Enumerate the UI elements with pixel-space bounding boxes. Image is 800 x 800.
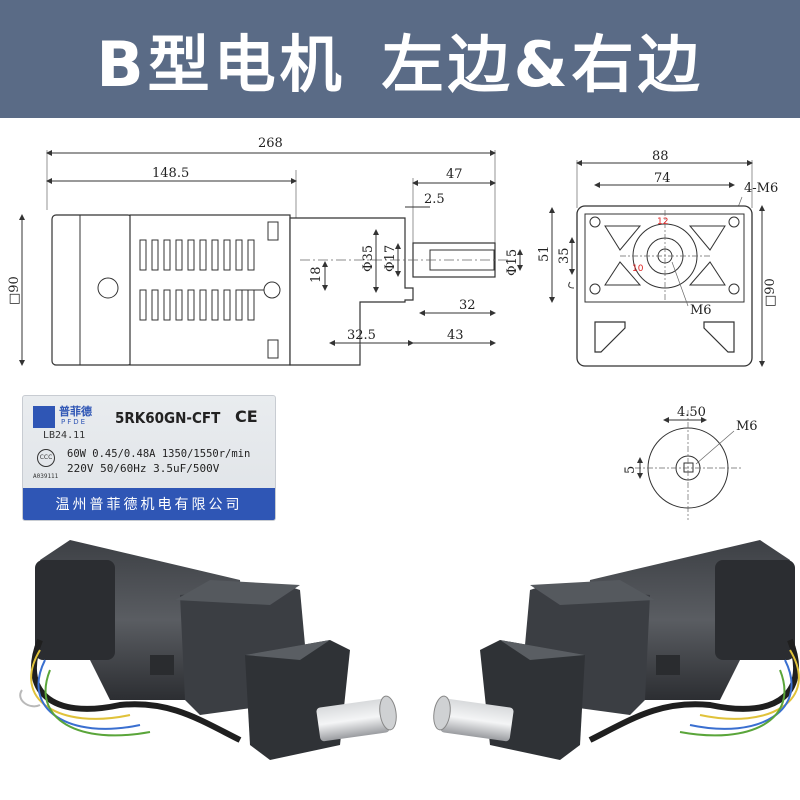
- plate-brand-en: PFDE: [61, 418, 88, 426]
- dim-32-5: 32.5: [347, 328, 376, 343]
- banner-title-left: B型电机: [96, 28, 346, 101]
- brand-logo-icon: [33, 406, 55, 428]
- plate-brand-cn: 普菲德: [59, 405, 92, 418]
- dim-phi15: Φ15: [505, 249, 520, 276]
- dim-m6-front: M6: [690, 303, 712, 318]
- plate-company-bar: 温州普菲德机电有限公司: [23, 488, 275, 520]
- dim-5: 5: [623, 466, 638, 474]
- banner-title-right: 左边&右边: [381, 28, 704, 101]
- plate-code: LB24.11: [43, 430, 86, 441]
- plate-cert: A039111: [33, 473, 59, 480]
- ccc-mark-icon: CCC: [37, 449, 55, 467]
- dim-43: 43: [447, 328, 464, 343]
- plate-spec-line2: 220V 50/60Hz 3.5uF/500V: [67, 462, 220, 475]
- dim-88: 88: [652, 149, 669, 164]
- dim-74: 74: [654, 171, 671, 186]
- dim-47: 47: [446, 167, 463, 182]
- dim-148-5: 148.5: [152, 166, 189, 181]
- ce-mark: CE: [235, 407, 258, 426]
- dim-90-side: □90: [7, 276, 22, 305]
- banner-title: B型电机左边&右边: [0, 14, 800, 104]
- dim-51: 51: [537, 245, 552, 262]
- dim-phi17: Φ17: [383, 245, 398, 272]
- dim-90-front: □90: [763, 278, 778, 307]
- dim-m6-shaft: M6: [736, 419, 758, 434]
- plate-model: 5RK60GN-CFT: [115, 409, 221, 427]
- dim-32: 32: [459, 298, 476, 313]
- plate-spec-line1: 60W 0.45/0.48A 1350/1550r/min: [67, 448, 251, 460]
- dim-35-front: 35: [557, 247, 572, 264]
- dim-268: 268: [258, 136, 283, 151]
- dim-4-m6: 4-M6: [744, 181, 778, 196]
- shaft-end-view: 4.50 M6 5: [623, 405, 758, 520]
- plate-company: 温州普菲德机电有限公司: [55, 497, 243, 513]
- nameplate-label: 普菲德 PFDE LB24.11 5RK60GN-CFT CE CCC A039…: [22, 395, 276, 521]
- mark-12: 12: [657, 217, 668, 227]
- side-view-drawing: 268 148.5 47 2.5 □: [7, 136, 523, 366]
- dim-2-5: 2.5: [424, 192, 445, 207]
- motor-photo-left: [19, 540, 397, 760]
- dim-18: 18: [309, 266, 324, 283]
- mark-10: 10: [632, 264, 644, 274]
- front-view-drawing: 88 74 4-M6 12 10 M6 51 35 □90: [537, 149, 778, 367]
- technical-drawing: 268 148.5 47 2.5 □: [7, 136, 800, 760]
- dim-phi35: Φ35: [361, 245, 376, 272]
- dim-4-50: 4.50: [677, 405, 706, 420]
- title-banner: B型电机左边&右边: [0, 0, 800, 118]
- motor-photo-right: [433, 540, 800, 760]
